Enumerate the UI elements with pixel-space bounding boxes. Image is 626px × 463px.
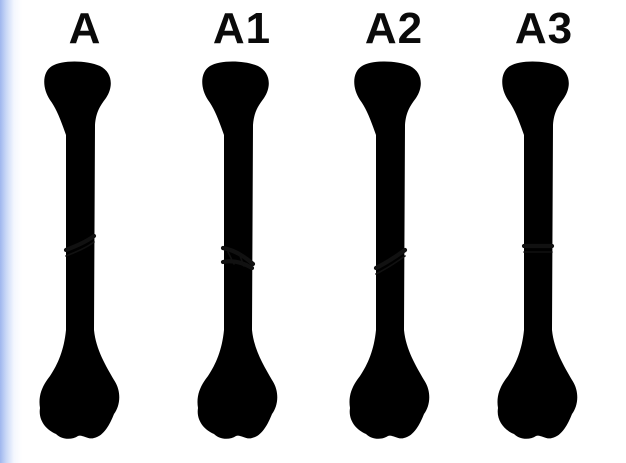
- bone-a3: [497, 62, 577, 439]
- bone-a1: [197, 62, 277, 439]
- bone-a: [39, 62, 119, 439]
- bone-a2: [349, 62, 429, 439]
